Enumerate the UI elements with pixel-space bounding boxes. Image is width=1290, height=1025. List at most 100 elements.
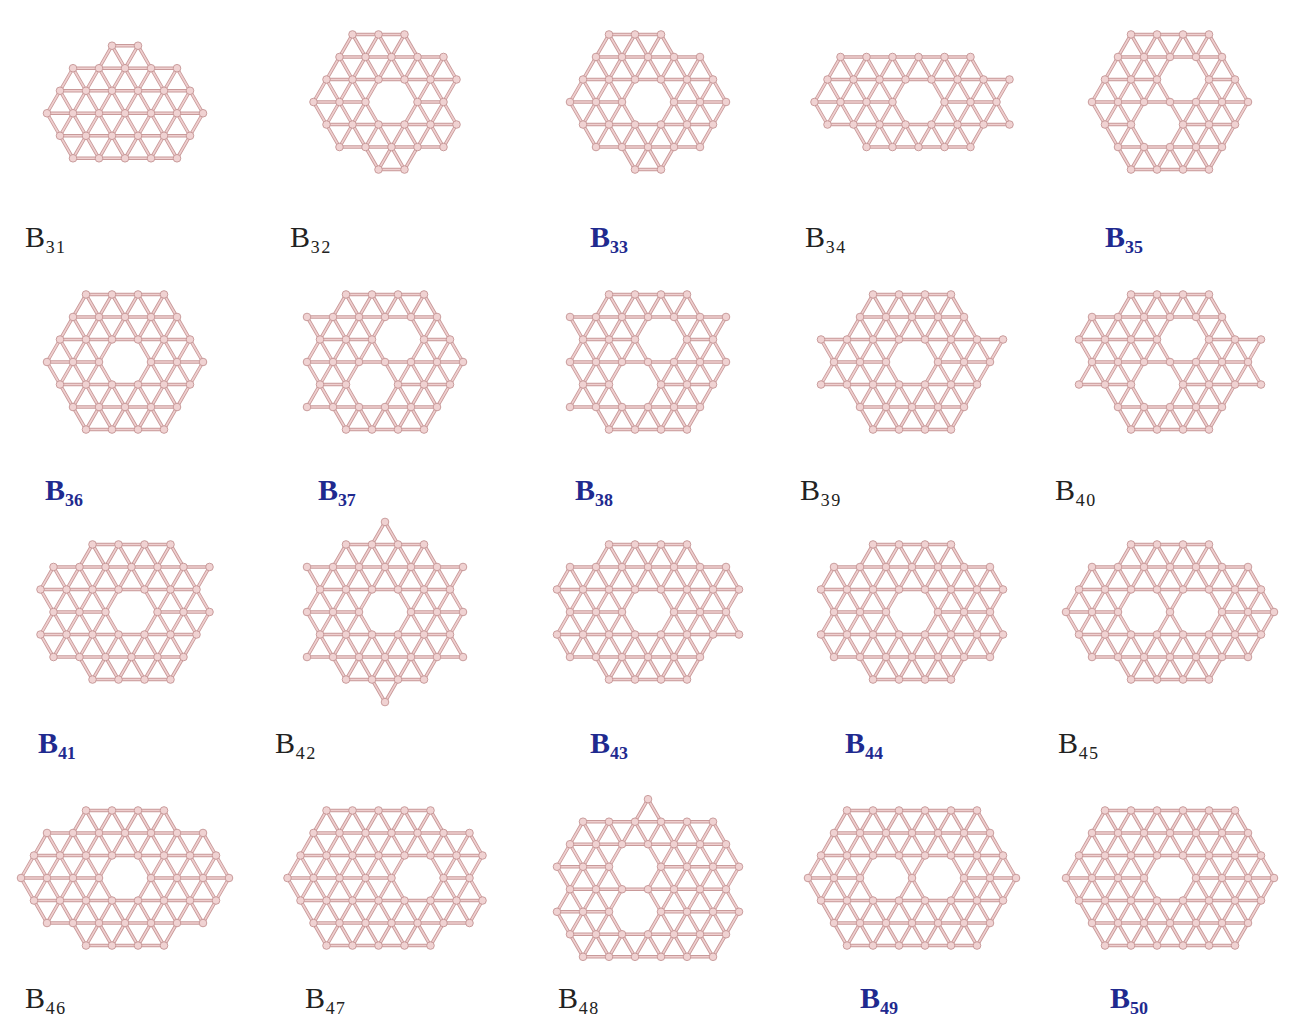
- boron-atom: [134, 87, 142, 95]
- boron-atom: [722, 563, 730, 571]
- boron-atom: [43, 358, 51, 366]
- boron-atom: [980, 121, 988, 129]
- boron-atom: [342, 291, 350, 299]
- boron-atom: [902, 76, 910, 84]
- boron-atom: [670, 563, 678, 571]
- boron-atom: [592, 563, 600, 571]
- boron-atom: [683, 676, 691, 684]
- boron-atom: [644, 358, 652, 366]
- boron-atom: [566, 98, 574, 106]
- boron-atom: [1101, 76, 1109, 84]
- boron-atom: [683, 76, 691, 84]
- boron-atom: [167, 631, 175, 639]
- boron-atom: [440, 143, 448, 151]
- boron-atom: [928, 121, 936, 129]
- boron-atom: [696, 653, 704, 661]
- boron-atom: [631, 541, 639, 549]
- boron-atom: [1127, 76, 1135, 84]
- boron-atom: [108, 132, 116, 140]
- boron-cluster: [817, 291, 1007, 434]
- boron-atom: [108, 87, 116, 95]
- boron-atom: [1006, 76, 1014, 84]
- boron-atom: [303, 563, 311, 571]
- boron-atom: [1140, 53, 1148, 61]
- boron-atom: [1127, 381, 1135, 389]
- boron-atom: [154, 563, 162, 571]
- boron-atom: [618, 608, 626, 616]
- boron-atom: [1088, 98, 1096, 106]
- boron-atom: [167, 541, 175, 549]
- boron-atom: [973, 381, 981, 389]
- boron-atom: [921, 426, 929, 434]
- boron-atom: [683, 426, 691, 434]
- boron-atom: [76, 608, 84, 616]
- boron-atom: [1218, 358, 1226, 366]
- boron-atom: [375, 76, 383, 84]
- boron-atom: [355, 358, 363, 366]
- boron-atom: [954, 121, 962, 129]
- boron-atom: [967, 53, 975, 61]
- boron-atom: [696, 313, 704, 321]
- boron-atom: [566, 608, 574, 616]
- boron-atom: [368, 631, 376, 639]
- boron-atom: [43, 109, 51, 117]
- boron-atom: [657, 121, 665, 129]
- boron-atom: [134, 132, 142, 140]
- boron-atom: [1166, 358, 1174, 366]
- boron-atom: [1075, 336, 1083, 344]
- boron-atom: [141, 586, 149, 594]
- boron-atom: [670, 358, 678, 366]
- boron-atom: [128, 653, 136, 661]
- boron-atom: [89, 586, 97, 594]
- boron-atom: [1127, 166, 1135, 174]
- boron-atom: [1153, 336, 1161, 344]
- boron-atom: [1140, 143, 1148, 151]
- boron-atom: [631, 291, 639, 299]
- boron-atom: [433, 313, 441, 321]
- boron-atom: [605, 631, 613, 639]
- boron-atom: [1244, 98, 1252, 106]
- boron-atom: [605, 76, 613, 84]
- boron-atom: [95, 313, 103, 321]
- boron-atom: [1205, 291, 1213, 299]
- boron-atom: [362, 53, 370, 61]
- boron-atom: [141, 676, 149, 684]
- boron-atom: [401, 166, 409, 174]
- boron-atom: [342, 336, 350, 344]
- boron-atom: [173, 403, 181, 411]
- boron-atom: [115, 541, 123, 549]
- boron-atom: [592, 313, 600, 321]
- boron-atom: [1192, 98, 1200, 106]
- boron-atom: [683, 121, 691, 129]
- boron-cluster: [817, 541, 1007, 684]
- boron-atom: [1127, 291, 1135, 299]
- boron-atom: [115, 631, 123, 639]
- boron-atom: [709, 381, 717, 389]
- boron-atom: [696, 608, 704, 616]
- boron-atom: [709, 121, 717, 129]
- boron-atom: [95, 109, 103, 117]
- boron-atom: [180, 563, 188, 571]
- boron-atom: [316, 336, 324, 344]
- boron-cluster: [310, 31, 461, 174]
- boron-cluster: [566, 31, 730, 174]
- boron-atom: [889, 98, 897, 106]
- boron-atom: [644, 403, 652, 411]
- boron-atom: [941, 53, 949, 61]
- boron-atom: [167, 586, 175, 594]
- boron-atom: [657, 381, 665, 389]
- boron-atom: [108, 291, 116, 299]
- boron-atom: [446, 631, 454, 639]
- boron-atom: [394, 291, 402, 299]
- boron-atom: [605, 541, 613, 549]
- boron-atom: [696, 53, 704, 61]
- boron-atom: [316, 586, 324, 594]
- boron-atom: [1205, 121, 1213, 129]
- boron-atom: [414, 53, 422, 61]
- boron-atom: [134, 42, 142, 50]
- boron-atom: [709, 586, 717, 594]
- boron-atom: [336, 53, 344, 61]
- boron-atom: [1192, 53, 1200, 61]
- boron-atom: [921, 291, 929, 299]
